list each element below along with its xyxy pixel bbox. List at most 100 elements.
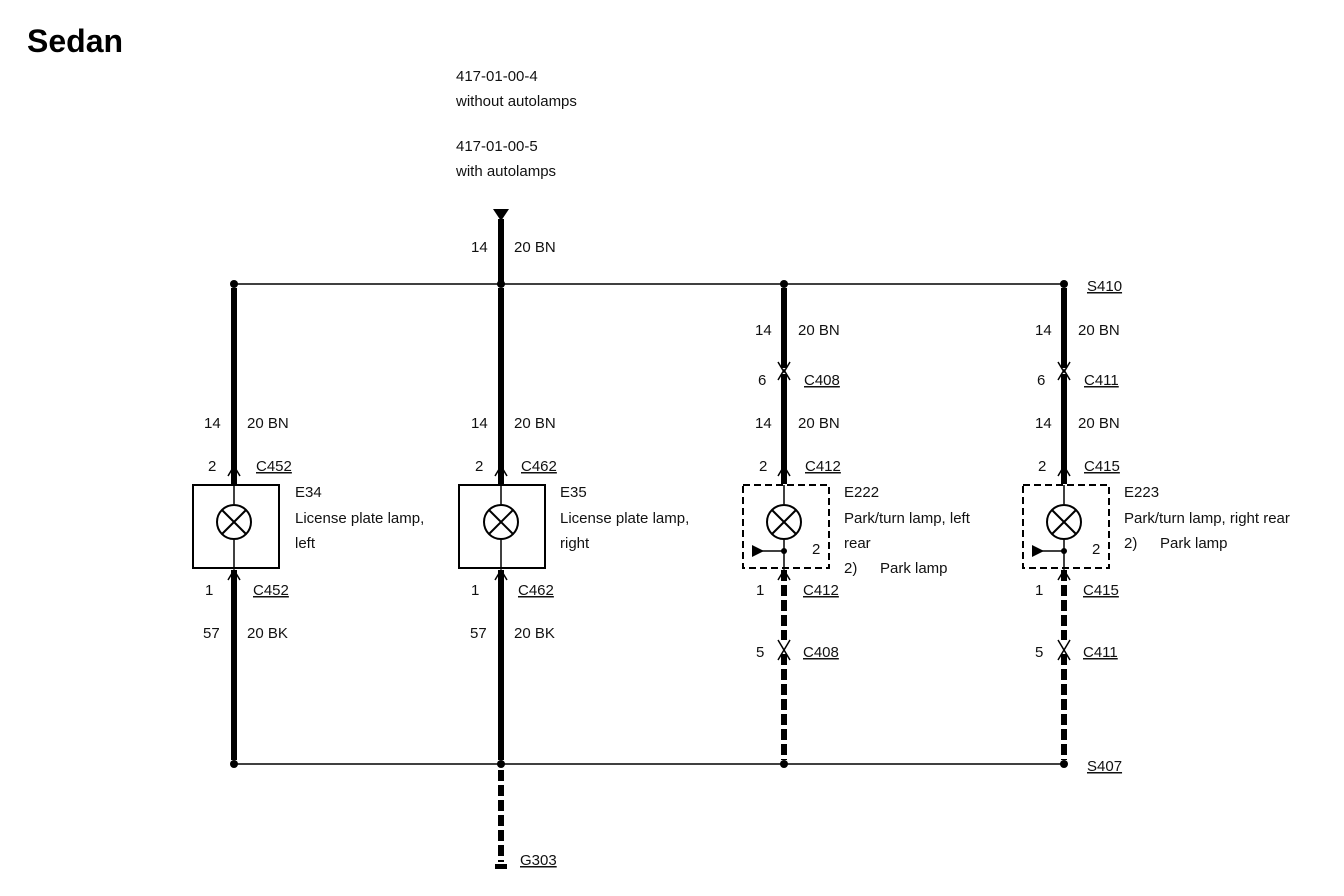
inner-pin-number: 2 [812, 541, 820, 558]
pin-number: 2 [208, 458, 216, 475]
connector-arrow-icon [777, 368, 791, 381]
branch-e222: 14 20 BN 6 C408 14 20 BN 2 C412 2 E222 P… [742, 288, 971, 760]
connector-arrow-icon [1057, 648, 1071, 661]
pin-number: 1 [756, 582, 764, 599]
component-name: right [560, 535, 590, 552]
wire-circuit: 14 [1035, 322, 1052, 339]
connector-arrow-icon [1057, 464, 1071, 477]
branch-e34: 14 20 BN 2 C452 E34 License plate lamp, … [192, 288, 424, 760]
splice-node [230, 760, 238, 768]
lamp-cross [771, 509, 797, 535]
connector-label: C411 [1083, 644, 1118, 661]
component-box [458, 484, 546, 569]
component-name: License plate lamp, [560, 510, 689, 527]
pin-number: 6 [758, 372, 766, 389]
connector-arrow-icon [1057, 639, 1071, 652]
wire-spec: 20 BN [798, 322, 840, 339]
wire-spec: 20 BN [247, 415, 289, 432]
feed-arrow-icon [493, 209, 509, 221]
component-id: E34 [295, 484, 322, 501]
splice-node [497, 280, 505, 288]
feed-wire-circuit: 14 [471, 239, 488, 256]
lamp-cross [1051, 509, 1077, 535]
connector-label: C408 [804, 372, 840, 389]
splice-node [230, 280, 238, 288]
wire-circuit: 57 [470, 625, 487, 642]
component-name: License plate lamp, [295, 510, 424, 527]
pin-number: 5 [1035, 644, 1043, 661]
splice-node [780, 280, 788, 288]
feed-wire-spec: 20 BN [514, 239, 556, 256]
wire-circuit: 14 [471, 415, 488, 432]
connector-arrow-icon [227, 464, 241, 477]
function-number: 2) [1124, 535, 1137, 552]
source-ref-1-note: without autolamps [455, 93, 577, 110]
wire-circuit: 14 [204, 415, 221, 432]
connector-label: C462 [521, 458, 557, 475]
component-id: E35 [560, 484, 587, 501]
connector-label: C415 [1084, 458, 1120, 475]
splice-node [780, 760, 788, 768]
branch-e223: 14 20 BN 6 C411 14 20 BN 2 C415 2 E223 P… [1022, 288, 1290, 760]
pin-number: 2 [475, 458, 483, 475]
lamp-cross [221, 509, 247, 535]
inner-pin-number: 2 [1092, 541, 1100, 558]
connector-arrow-icon [777, 361, 791, 374]
source-ref-2-code: 417-01-00-5 [456, 138, 538, 155]
wire-spec: 20 BN [514, 415, 556, 432]
connector-arrow-icon [494, 464, 508, 477]
component-id: E222 [844, 484, 879, 501]
wire-spec: 20 BK [514, 625, 555, 642]
connector-label: C411 [1084, 372, 1119, 389]
connector-arrow-icon [777, 639, 791, 652]
wire-circuit: 14 [755, 415, 772, 432]
source-ref-2-note: with autolamps [455, 163, 556, 180]
internal-node [781, 548, 787, 554]
connector-label: C462 [518, 582, 554, 599]
ground-label: G303 [520, 852, 557, 869]
function-label: Park lamp [1160, 535, 1228, 552]
internal-ground-arrow-icon [1032, 545, 1044, 557]
component-box [192, 484, 280, 569]
component-id: E223 [1124, 484, 1159, 501]
connector-arrow-icon [777, 464, 791, 477]
pin-number: 2 [759, 458, 767, 475]
pin-number: 5 [756, 644, 764, 661]
component-box-dashed [1022, 484, 1110, 569]
component-name: rear [844, 535, 871, 552]
splice-node [1060, 280, 1068, 288]
internal-node [1061, 548, 1067, 554]
function-label: Park lamp [880, 560, 948, 577]
wire-spec: 20 BN [1078, 322, 1120, 339]
pin-number: 1 [205, 582, 213, 599]
connector-label: C452 [256, 458, 292, 475]
connector-label: C452 [253, 582, 289, 599]
pin-number: 2 [1038, 458, 1046, 475]
connector-arrow-icon [777, 648, 791, 661]
component-name: left [295, 535, 316, 552]
splice-node [497, 760, 505, 768]
lamp-cross [488, 509, 514, 535]
component-name: Park/turn lamp, right rear [1124, 510, 1290, 527]
splice-top-label: S410 [1087, 278, 1122, 295]
function-number: 2) [844, 560, 857, 577]
connector-arrow-icon [1057, 361, 1071, 374]
internal-ground-arrow-icon [752, 545, 764, 557]
connector-label: C415 [1083, 582, 1119, 599]
connector-label: C412 [803, 582, 839, 599]
source-ref-1-code: 417-01-00-4 [456, 68, 538, 85]
wire-spec: 20 BN [1078, 415, 1120, 432]
component-name: Park/turn lamp, left [844, 510, 971, 527]
branch-e35: 14 20 BN 2 C462 E35 License plate lamp, … [458, 288, 689, 760]
connector-label: C408 [803, 644, 839, 661]
page-title: Sedan [27, 23, 123, 59]
wire-spec: 20 BK [247, 625, 288, 642]
wire-circuit: 14 [755, 322, 772, 339]
ground-terminal-icon [495, 864, 507, 869]
pin-number: 1 [471, 582, 479, 599]
connector-label: C412 [805, 458, 841, 475]
wire-circuit: 57 [203, 625, 220, 642]
wire-circuit: 14 [1035, 415, 1052, 432]
pin-number: 1 [1035, 582, 1043, 599]
